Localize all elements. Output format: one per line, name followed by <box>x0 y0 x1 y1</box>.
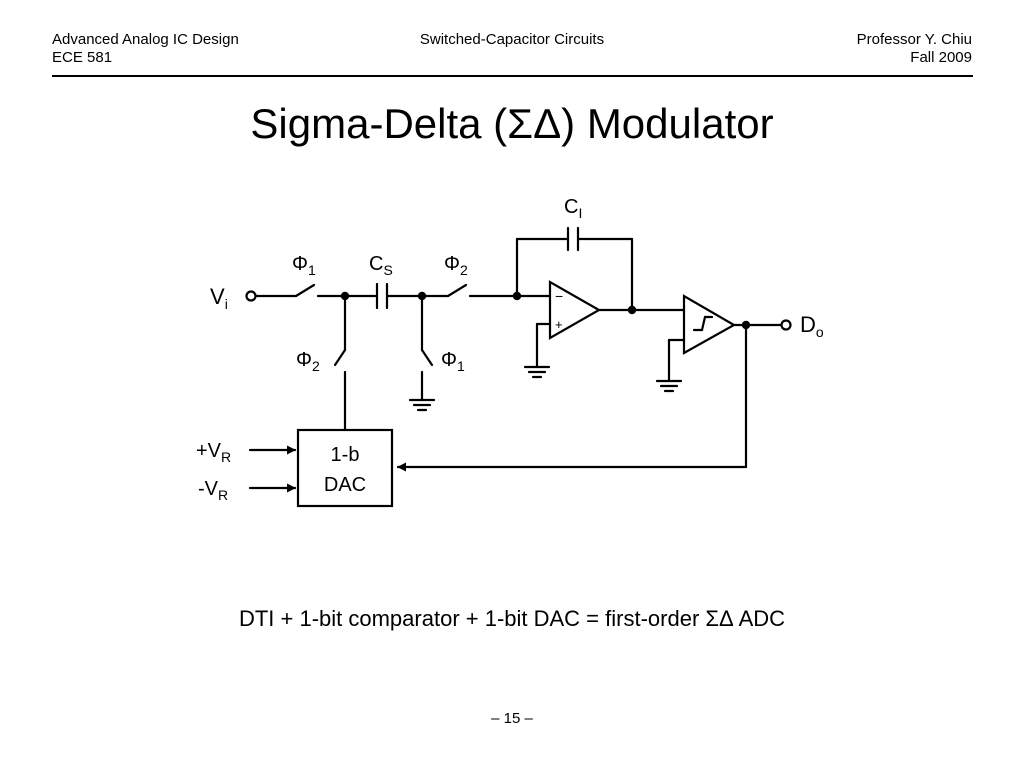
header-rule <box>52 75 973 77</box>
junction-dot <box>512 291 522 301</box>
header-left: Advanced Analog IC Design ECE 581 <box>52 31 239 67</box>
ground-icon <box>655 379 683 393</box>
page-number: – 15 – <box>491 710 533 727</box>
ref-plus-label: +VR <box>196 440 231 465</box>
header-center: Switched-Capacitor Circuits <box>0 31 1024 49</box>
integrating-cap-label: CI <box>564 196 582 221</box>
switch-shunt-left-label: Φ2 <box>296 349 320 374</box>
switch-input-phi1 <box>294 283 347 298</box>
comparator-icon <box>682 294 737 355</box>
course-code: ECE 581 <box>52 49 113 66</box>
junction-dot <box>340 291 350 301</box>
hysteresis-icon <box>692 315 714 332</box>
sampling-cap-label: CS <box>369 253 393 278</box>
slide-caption: DTI + 1-bit comparator + 1-bit DAC = fir… <box>238 606 786 631</box>
opamp-plus-label: + <box>555 317 563 332</box>
header-right: Professor Y. Chiu Fall 2009 <box>857 31 972 67</box>
junction-dot <box>417 291 427 301</box>
switch-shunt-right-label: Φ1 <box>441 349 465 374</box>
input-label: Vi <box>210 284 228 312</box>
instructor: Professor Y. Chiu <box>856 31 972 48</box>
switch-output-phi2 <box>446 283 552 298</box>
switch-input-label: Φ1 <box>292 253 316 278</box>
junction-dot <box>627 305 637 315</box>
dac-block <box>296 428 394 508</box>
topic: Switched-Capacitor Circuits <box>419 31 605 48</box>
sampling-capacitor <box>375 282 389 310</box>
switch-shunt-left-phi2 <box>333 348 347 432</box>
input-terminal <box>245 290 257 302</box>
output-label: Do <box>800 312 824 340</box>
switch-shunt-right-phi1 <box>420 348 434 402</box>
opamp-icon <box>548 280 602 340</box>
opamp-minus-label: − <box>555 288 563 304</box>
dac-label-line1: 1-b <box>331 444 360 466</box>
course-name: Advanced Analog IC Design <box>52 31 239 48</box>
ref-minus-label: -VR <box>198 478 228 503</box>
ground-icon <box>523 365 551 379</box>
term: Fall 2009 <box>910 49 972 66</box>
switch-output-label: Φ2 <box>444 253 468 278</box>
output-terminal <box>780 319 792 331</box>
slide-title: Sigma-Delta (ΣΔ) Modulator <box>250 100 774 147</box>
integrating-capacitor <box>566 226 580 252</box>
dac-label-line2: DAC <box>324 474 366 496</box>
ground-icon <box>408 398 436 412</box>
junction-dot <box>741 320 751 330</box>
